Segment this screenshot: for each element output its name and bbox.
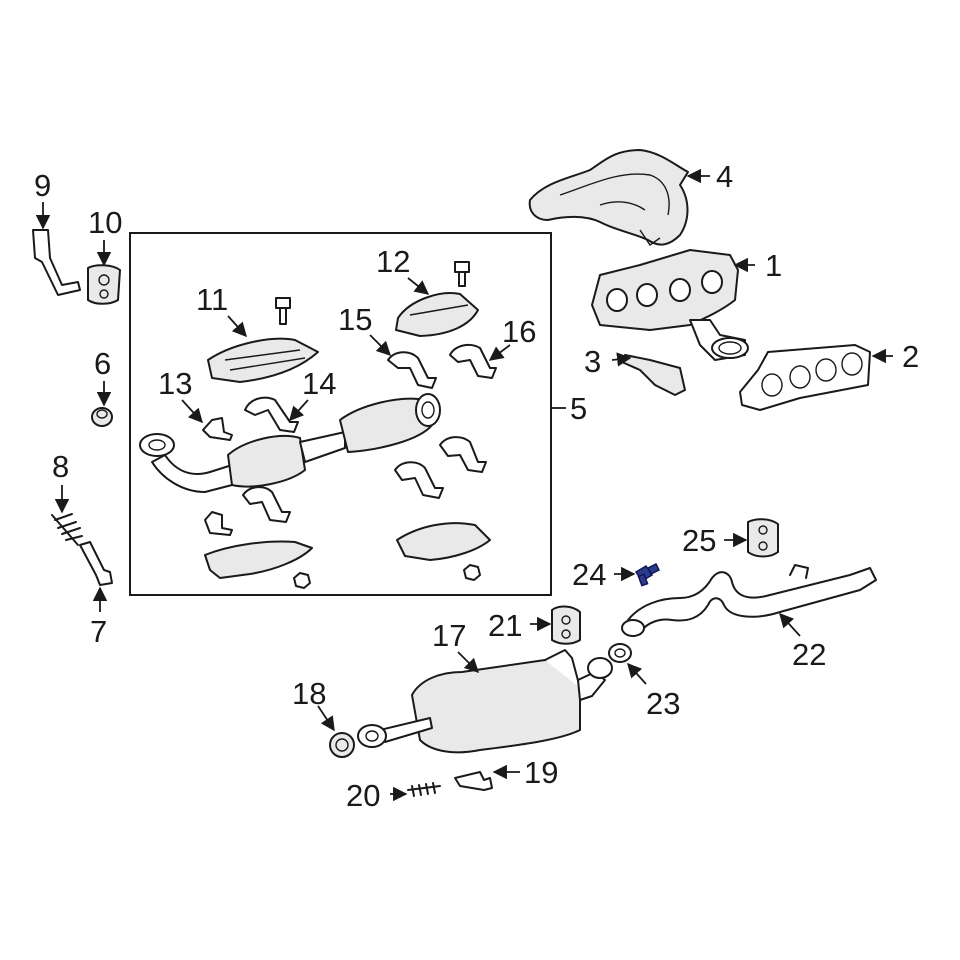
exhaust-manifold[interactable] — [591, 249, 749, 361]
callout-7[interactable]: 7 — [90, 614, 107, 649]
flange-small[interactable] — [587, 657, 613, 679]
heat-shield[interactable] — [528, 149, 689, 246]
nut-left[interactable] — [293, 572, 311, 589]
spring-8[interactable] — [51, 513, 83, 546]
gasket-18[interactable] — [329, 732, 355, 758]
callout-21[interactable]: 21 — [488, 608, 522, 643]
bolt-19[interactable] — [454, 771, 493, 791]
converter-bolt-12[interactable] — [454, 261, 470, 287]
gasket-23[interactable] — [608, 643, 632, 663]
callout-11[interactable]: 11 — [196, 282, 228, 317]
hanger-insulator-21[interactable] — [551, 605, 581, 645]
bolt-24[interactable] — [634, 562, 661, 587]
bracket-c[interactable] — [394, 461, 444, 499]
callout-24[interactable]: 24 — [572, 557, 606, 592]
callout-13[interactable]: 13 — [158, 366, 192, 401]
callout-15[interactable]: 15 — [338, 302, 372, 337]
bracket-b[interactable] — [204, 511, 233, 536]
callout-20[interactable]: 20 — [346, 778, 380, 813]
callout-23[interactable]: 23 — [646, 686, 680, 721]
callout-8[interactable]: 8 — [52, 449, 69, 484]
rear-catalytic-converter[interactable] — [395, 292, 479, 337]
bolt-7[interactable] — [79, 541, 113, 586]
tail-pipe-22[interactable] — [621, 564, 877, 637]
hanger-insulator-25[interactable] — [747, 518, 779, 558]
callout-17[interactable]: 17 — [432, 618, 466, 653]
nut-right[interactable] — [463, 564, 481, 581]
bracket-15[interactable] — [387, 351, 437, 389]
bracket-13[interactable] — [202, 417, 233, 441]
callout-4[interactable]: 4 — [716, 159, 733, 194]
callout-2[interactable]: 2 — [902, 339, 919, 374]
manifold-bracket[interactable] — [621, 354, 686, 396]
bracket-d[interactable] — [439, 436, 487, 473]
bracket-a[interactable] — [242, 486, 291, 523]
callout-3[interactable]: 3 — [584, 344, 601, 379]
o2-sensor-bracket-9[interactable] — [32, 229, 81, 296]
lower-shield-right[interactable] — [396, 522, 491, 561]
callout-22[interactable]: 22 — [792, 637, 826, 672]
callout-16[interactable]: 16 — [502, 314, 536, 349]
callout-1[interactable]: 1 — [765, 248, 782, 283]
spring-20[interactable] — [407, 782, 441, 797]
callout-9[interactable]: 9 — [34, 168, 51, 203]
callout-19[interactable]: 19 — [524, 755, 558, 790]
callout-25[interactable]: 25 — [682, 523, 716, 558]
muffler-17[interactable] — [379, 649, 606, 754]
hanger-insulator-10[interactable] — [87, 264, 121, 305]
flange-gasket-muffler[interactable] — [357, 724, 387, 748]
callout-5[interactable]: 5 — [570, 391, 587, 426]
callout-6[interactable]: 6 — [94, 346, 111, 381]
manifold-gasket[interactable] — [739, 344, 871, 411]
bracket-16[interactable] — [449, 343, 497, 379]
converter-bolt-11[interactable] — [275, 297, 291, 325]
lower-shield-left[interactable] — [204, 540, 313, 579]
callout-10[interactable]: 10 — [88, 205, 122, 240]
callout-14[interactable]: 14 — [302, 366, 336, 401]
callout-12[interactable]: 12 — [376, 244, 410, 279]
bracket-14[interactable] — [244, 396, 299, 433]
assembly-group-box — [129, 232, 552, 596]
front-catalytic-converter[interactable] — [207, 337, 319, 383]
callout-18[interactable]: 18 — [292, 676, 326, 711]
gasket-6[interactable] — [91, 407, 113, 427]
front-converter-assembly[interactable] — [139, 393, 441, 493]
